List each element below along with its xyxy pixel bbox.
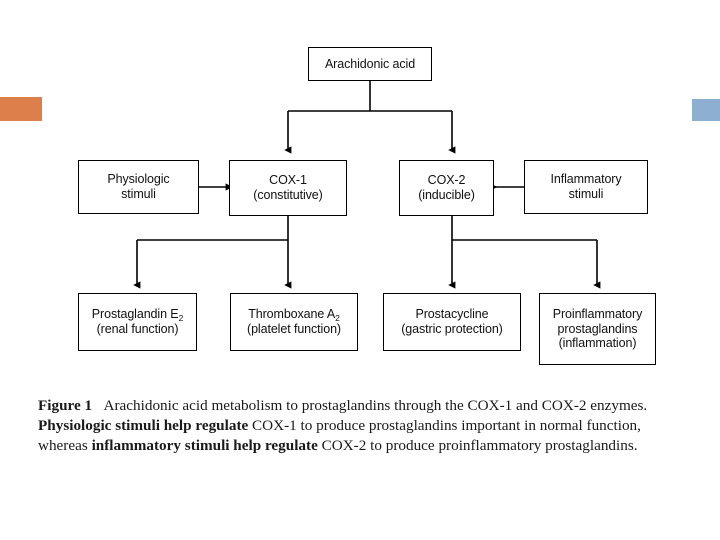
node-physiologic-stimuli-line2: stimuli [121,187,156,201]
node-cox-1-line2: (constitutive) [253,188,323,202]
node-prostaglandin-e2-line1: Prostaglandin E2 [91,307,184,323]
node-prostaglandin-e2[interactable]: Prostaglandin E2 (renal function) [78,293,197,351]
node-thromboxane-a2-line2: (platelet function) [247,322,341,336]
node-cox-1[interactable]: COX-1 (constitutive) [229,160,347,216]
arachidonic-acid-flowchart: Arachidonic acid Physiologic stimuli COX… [78,47,656,365]
node-thromboxane-a2[interactable]: Thromboxane A2 (platelet function) [230,293,358,351]
node-cox-1-line1: COX-1 [269,173,307,188]
figure-caption-label: Figure 1 [38,397,93,414]
node-prostacycline-line2: (gastric protection) [401,322,503,336]
node-prostacycline[interactable]: Prostacycline (gastric protection) [383,293,521,351]
node-cox-2[interactable]: COX-2 (inducible) [399,160,494,216]
node-proinflammatory-line2: prostaglandins [557,321,638,336]
node-prostaglandin-e2-line2: (renal function) [96,322,179,336]
figure-caption-emphasis-1: Physiologic stimuli help regulate [38,417,249,435]
node-proinflammatory-line3: (inflammation) [558,336,637,351]
node-proinflammatory-line1: Proinflammatory [552,306,643,321]
figure-caption-part3: COX-2 to produce proinflammatory prostag… [317,437,638,455]
node-arachidonic-acid-line1: Arachidonic acid [324,56,416,71]
node-cox-2-line1: COX-2 [427,173,466,188]
node-inflammatory-stimuli-line1: Inflammatory [550,172,622,187]
figure-caption-emphasis-2: inflammatory stimuli help regulate [91,437,318,455]
figure-caption: Figure 1 Arachidonic acid metabolism to … [38,396,686,457]
node-prostacycline-line1: Prostacycline [415,307,489,322]
node-inflammatory-stimuli[interactable]: Inflammatory stimuli [524,160,648,214]
node-cox-2-line2: (inducible) [418,188,475,202]
node-inflammatory-stimuli-line2: stimuli [568,187,604,201]
node-physiologic-stimuli[interactable]: Physiologic stimuli [78,160,199,214]
node-physiologic-stimuli-line1: Physiologic [107,172,170,187]
node-arachidonic-acid[interactable]: Arachidonic acid [308,47,432,81]
figure-caption-spacer [92,397,103,414]
slide-accent-block-right [692,99,720,121]
node-proinflammatory-prostaglandins[interactable]: Proinflammatory prostaglandins (inflamma… [539,293,656,365]
flowchart-connectors [133,81,601,289]
figure-caption-part1: Arachidonic acid metabolism to prostagla… [103,397,648,414]
node-thromboxane-a2-line1: Thromboxane A2 [248,307,340,323]
slide-accent-block-left [0,97,42,121]
figure-caption-part2: COX-1 to produce prostaglandins importan… [38,417,641,455]
